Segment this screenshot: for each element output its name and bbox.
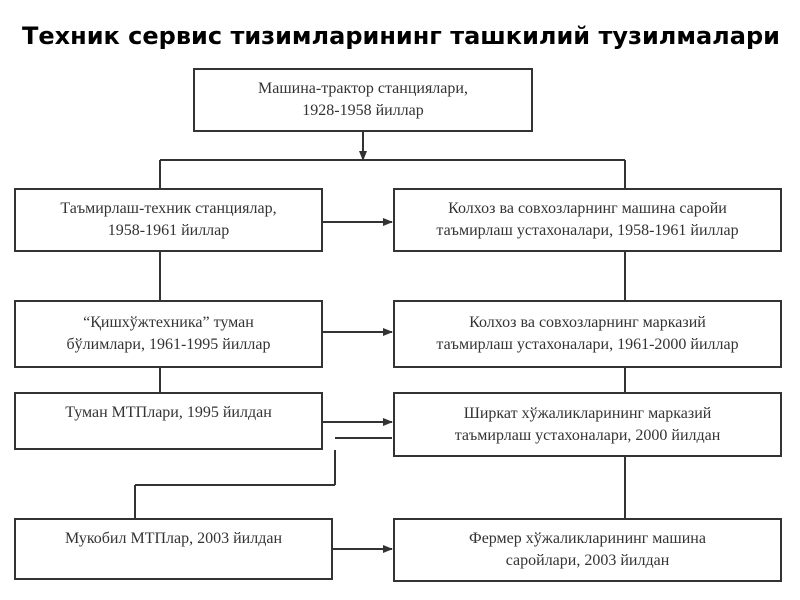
box-shirkat-central-workshops-line2: таъмирлаш устахоналари, 2000 йилдан: [454, 426, 721, 444]
box-machine-tractor-stations-line1: Машина-трактор станциялари,: [258, 80, 468, 97]
box-kolkhoz-central-workshops-line1: Колхоз ва совхозларнинг марказий: [469, 314, 706, 331]
box-farmer-machine-garage-line1: Фермер хўжаликларининг машина: [469, 530, 706, 547]
box-kishlokhuzhtekhnika: “Қишхўжтехника” туман бўлимлари, 1961-19…: [14, 300, 323, 368]
box-machine-tractor-stations: Машина-трактор станциялари, 1928-1958 йи…: [193, 68, 533, 132]
box-farmer-machine-garage-line2: саройлари, 2003 йилдан: [505, 552, 670, 569]
box-kolkhoz-machine-garage-line2: таъмирлаш устахоналари, 1958-1961 йиллар: [436, 222, 739, 239]
box-district-mtp-line1: Туман МТПлари, 1995 йилдан: [65, 404, 272, 421]
box-kishlokhuzhtekhnika-line1: “Қишхўжтехника” туман: [83, 314, 254, 331]
box-kolkhoz-machine-garage-line1: Колхоз ва совхозларнинг машина саройи: [448, 200, 727, 217]
box-kolkhoz-central-workshops-line2: таъмирлаш устахоналари, 1961-2000 йиллар: [436, 336, 739, 353]
box-repair-technical-stations-line1: Таъмирлаш-техник станциялар,: [60, 200, 277, 217]
box-repair-technical-stations: Таъмирлаш-техник станциялар, 1958-1961 й…: [14, 188, 323, 252]
box-alternative-mtp: Мукобил МТПлар, 2003 йилдан: [14, 518, 333, 580]
box-shirkat-central-workshops-line1: Ширкат хўжаликларининг марказий: [463, 404, 712, 422]
diagram-title: Техник сервис тизимларининг ташкилий туз…: [22, 22, 780, 50]
box-machine-tractor-stations-line2: 1928-1958 йиллар: [302, 102, 424, 119]
box-repair-technical-stations-line2: 1958-1961 йиллар: [107, 222, 230, 239]
box-kolkhoz-central-workshops: Колхоз ва совхозларнинг марказий таъмирл…: [393, 300, 782, 368]
box-farmer-machine-garage: Фермер хўжаликларининг машина саройлари,…: [393, 518, 782, 582]
box-kolkhoz-machine-garage: Колхоз ва совхозларнинг машина саройи та…: [393, 188, 782, 252]
box-kishlokhuzhtekhnika-line2: бўлимлари, 1961-1995 йиллар: [66, 336, 271, 353]
box-shirkat-central-workshops: Ширкат хўжаликларининг марказий таъмирла…: [393, 392, 782, 457]
box-district-mtp: Туман МТПлари, 1995 йилдан: [14, 392, 323, 450]
box-alternative-mtp-line1: Мукобил МТПлар, 2003 йилдан: [64, 530, 283, 547]
